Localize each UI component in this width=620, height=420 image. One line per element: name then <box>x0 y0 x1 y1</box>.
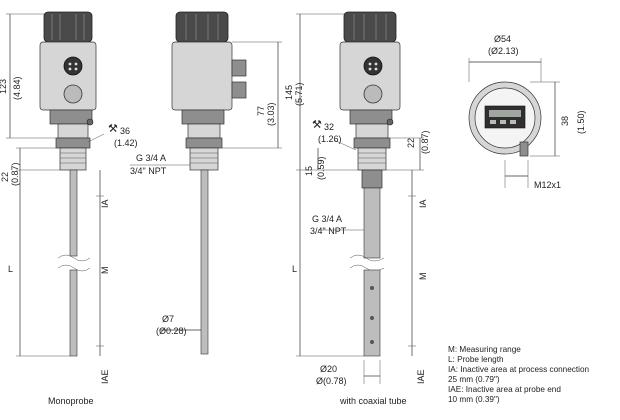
dim-20: Ø20 <box>320 364 337 374</box>
dim-L-left: L <box>8 264 13 274</box>
dim-38-in: (1.50) <box>576 110 586 134</box>
wrench-32: 32 <box>324 122 334 132</box>
dim-15: 15 <box>304 166 314 176</box>
dim-54: Ø54 <box>494 34 511 44</box>
wrench-36-in: (1.42) <box>114 138 138 148</box>
dim-77: 77 <box>256 106 266 116</box>
dim-7: Ø7 <box>162 314 174 324</box>
dim-IA-left: IA <box>100 199 110 208</box>
legend-line: L: Probe length <box>448 355 504 364</box>
connector-icon <box>63 56 83 76</box>
dim-M-right: M <box>418 273 428 281</box>
dim-L-right: L <box>292 264 297 274</box>
thread-left: G 3/4 A <box>136 153 166 163</box>
caption-monoprobe: Monoprobe <box>48 396 94 406</box>
wrench-32-in: (1.26) <box>318 134 342 144</box>
dim-IAE-left: IAE <box>100 369 110 384</box>
thread-right: G 3/4 A <box>312 214 342 224</box>
legend-line: M: Measuring range <box>448 345 521 354</box>
legend-line: 25 mm (0.79") <box>448 375 500 384</box>
wrench-icon: ⚒ <box>108 123 118 135</box>
legend-line: 10 mm (0.39") <box>448 395 500 404</box>
legend-line: IAE: Inactive area at probe end <box>448 385 561 394</box>
dim-7-in: (Ø0.28) <box>156 326 187 336</box>
dim-M-left: M <box>100 267 110 275</box>
dim-54-in: (Ø2.13) <box>488 46 519 56</box>
legend: M: Measuring range L: Probe length IA: I… <box>448 345 590 404</box>
dim-22-left: 22 <box>0 172 10 182</box>
dim-22-left-in: (0.87) <box>10 162 20 186</box>
thread-left-npt: 3/4" NPT <box>130 166 167 176</box>
dim-22-right: 22 <box>406 138 416 148</box>
dimension-labels: 123 (4.84) 22 (0.87) L IA M IAE 77 (3.03… <box>0 34 586 386</box>
dim-145-in: (5.71) <box>294 82 304 106</box>
dim-IA-right: IA <box>418 199 428 208</box>
dim-145: 145 <box>284 85 294 100</box>
dim-15-in: (0.59) <box>316 156 326 180</box>
dimension-lines <box>6 13 424 384</box>
dim-20-in: Ø(0.78) <box>316 376 347 386</box>
dim-123: 123 <box>0 79 8 94</box>
monoprobe-front-view <box>39 11 97 357</box>
caption-coaxial: with coaxial tube <box>339 396 407 406</box>
dim-38: 38 <box>560 116 570 126</box>
dim-22-right-in: (0.87) <box>420 130 430 154</box>
dim-123-in: (4.84) <box>12 76 22 100</box>
dim-m12: M12x1 <box>534 180 561 190</box>
thread-right-npt: 3/4" NPT <box>310 226 347 236</box>
dim-77-in: (3.03) <box>266 102 276 126</box>
dim-IAE-right: IAE <box>416 369 426 384</box>
wrench-icon: ⚒ <box>312 119 322 131</box>
legend-line: IA: Inactive area at process connection <box>448 365 590 374</box>
top-view <box>468 58 560 188</box>
wrench-36: 36 <box>120 126 130 136</box>
monoprobe-side-view <box>171 11 247 355</box>
coaxial-tube-view <box>339 11 401 357</box>
